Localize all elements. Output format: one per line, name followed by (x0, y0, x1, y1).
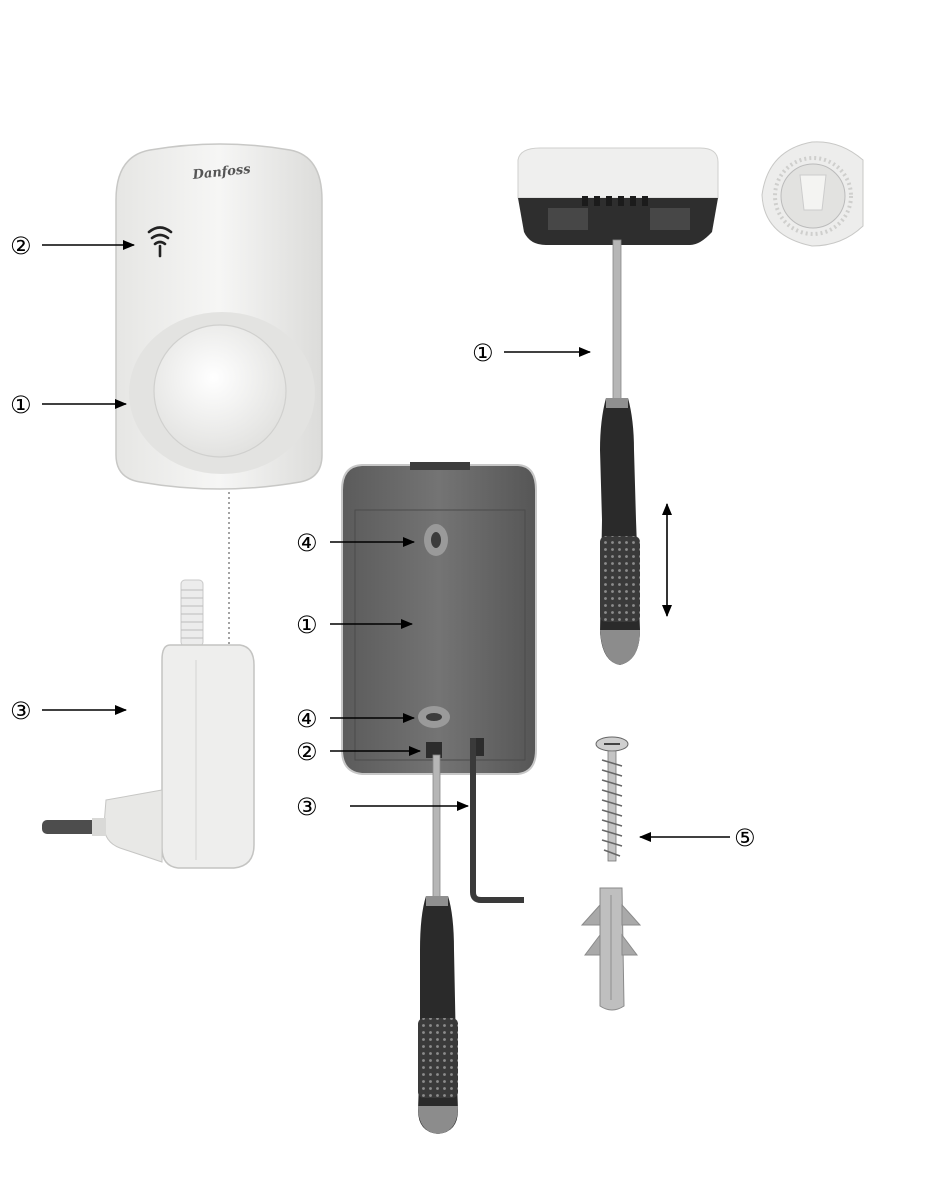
callout-wall-screw: ⑤ (734, 824, 756, 852)
callout-back-plate: ① (296, 611, 318, 639)
repeater-device: Danfoss (116, 144, 322, 489)
repeater-button (154, 325, 286, 457)
callout-hex-key: ③ (296, 793, 318, 821)
screwdriver-right (600, 240, 640, 665)
thermostat-knob (762, 142, 863, 246)
callout-top-screwdriver: ① (472, 339, 494, 367)
wall-plug (582, 888, 640, 1010)
callout-repeater-button: ① (10, 391, 32, 419)
callout-power-adapter: ③ (10, 697, 32, 725)
screwdriver-bottom (418, 755, 458, 1134)
power-adapter (42, 580, 254, 868)
thermostat-top-view (518, 148, 718, 245)
callout-plate-screw-tool: ② (296, 738, 318, 766)
callout-mount-hole-lower: ④ (296, 705, 318, 733)
callout-repeater-signal: ② (10, 232, 32, 260)
wall-screw (596, 737, 628, 861)
back-plate (342, 462, 536, 774)
mount-hole-lower (418, 706, 450, 728)
callout-mount-hole-upper: ④ (296, 529, 318, 557)
mount-hole-upper (424, 524, 448, 556)
